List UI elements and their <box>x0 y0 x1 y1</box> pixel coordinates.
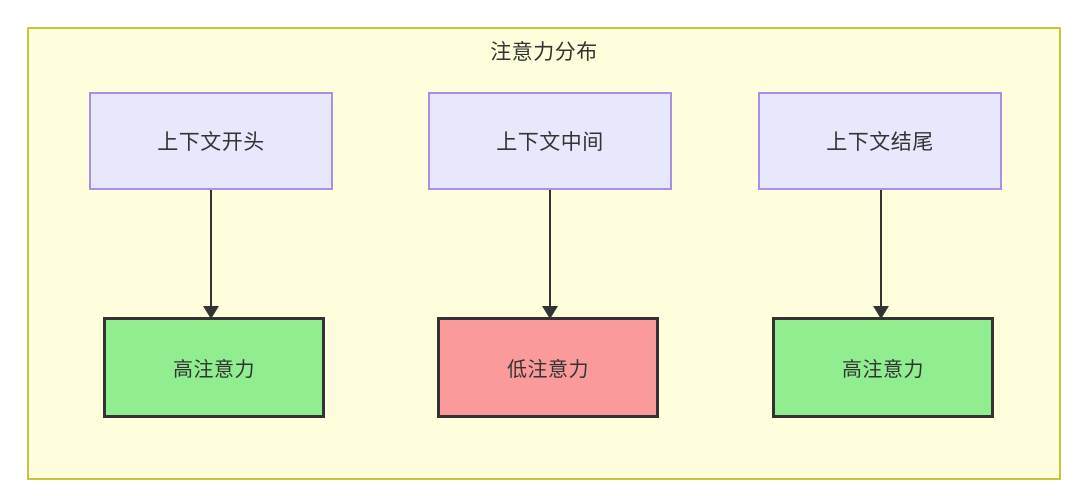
node-attention-low-middle[interactable]: 低注意力 <box>437 317 659 418</box>
node-label: 高注意力 <box>842 359 924 381</box>
node-label: 上下文开头 <box>157 131 265 154</box>
node-label: 高注意力 <box>173 359 255 381</box>
node-label: 上下文结尾 <box>826 131 934 154</box>
node-context-start[interactable]: 上下文开头 <box>89 92 333 190</box>
node-label: 低注意力 <box>507 359 589 381</box>
diagram-title: 注意力分布 <box>490 41 598 64</box>
node-context-end[interactable]: 上下文结尾 <box>758 92 1002 190</box>
node-attention-high-start[interactable]: 高注意力 <box>103 317 325 418</box>
node-attention-high-end[interactable]: 高注意力 <box>772 317 994 418</box>
node-label: 上下文中间 <box>496 131 604 154</box>
node-context-middle[interactable]: 上下文中间 <box>428 92 672 190</box>
